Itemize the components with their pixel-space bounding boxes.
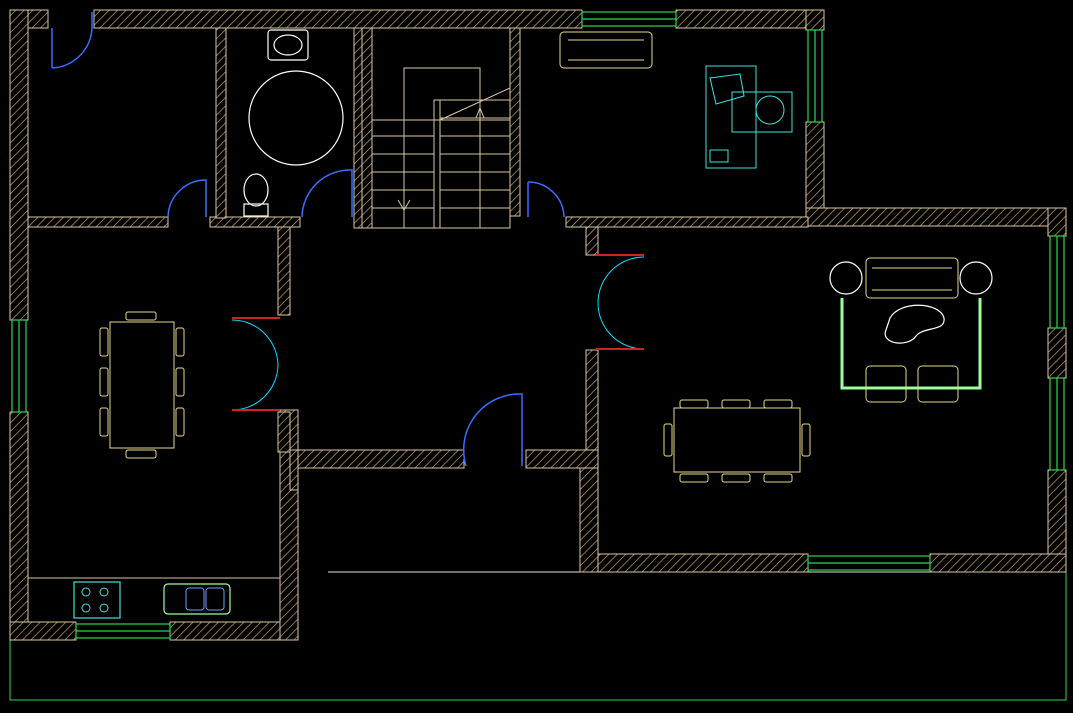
office-furniture	[559, 31, 793, 169]
desk-icon	[705, 65, 757, 169]
dining-table-icon	[109, 321, 175, 449]
door-entrance	[462, 393, 523, 467]
windows	[11, 11, 1065, 639]
sofa-icon	[559, 31, 653, 69]
kitchen-dining	[28, 311, 280, 619]
living-room	[663, 257, 993, 483]
interior-walls	[27, 27, 809, 453]
doors	[51, 12, 645, 467]
dining-table-living	[673, 407, 801, 473]
stair-icon	[371, 67, 511, 229]
chair-icon	[125, 311, 157, 321]
stove-icon	[73, 581, 121, 619]
bathroom-fixtures	[243, 29, 344, 217]
round-table-icon	[248, 70, 344, 166]
door-storage-2	[167, 179, 207, 218]
door-kitchen-double	[231, 319, 279, 411]
exterior-walls	[9, 9, 1067, 641]
armchair-icon	[865, 365, 907, 403]
toilet-icon	[243, 203, 269, 217]
door-storage	[51, 12, 93, 69]
lamp-icon	[829, 261, 863, 295]
door-bath	[301, 169, 353, 218]
sink-icon	[267, 29, 309, 61]
double-sink-icon	[163, 583, 231, 615]
coffee-table-icon	[884, 304, 945, 344]
door-living-double	[597, 256, 645, 350]
door-office	[527, 181, 565, 218]
site-boundary	[9, 572, 1067, 701]
sofa-frame	[840, 298, 982, 390]
